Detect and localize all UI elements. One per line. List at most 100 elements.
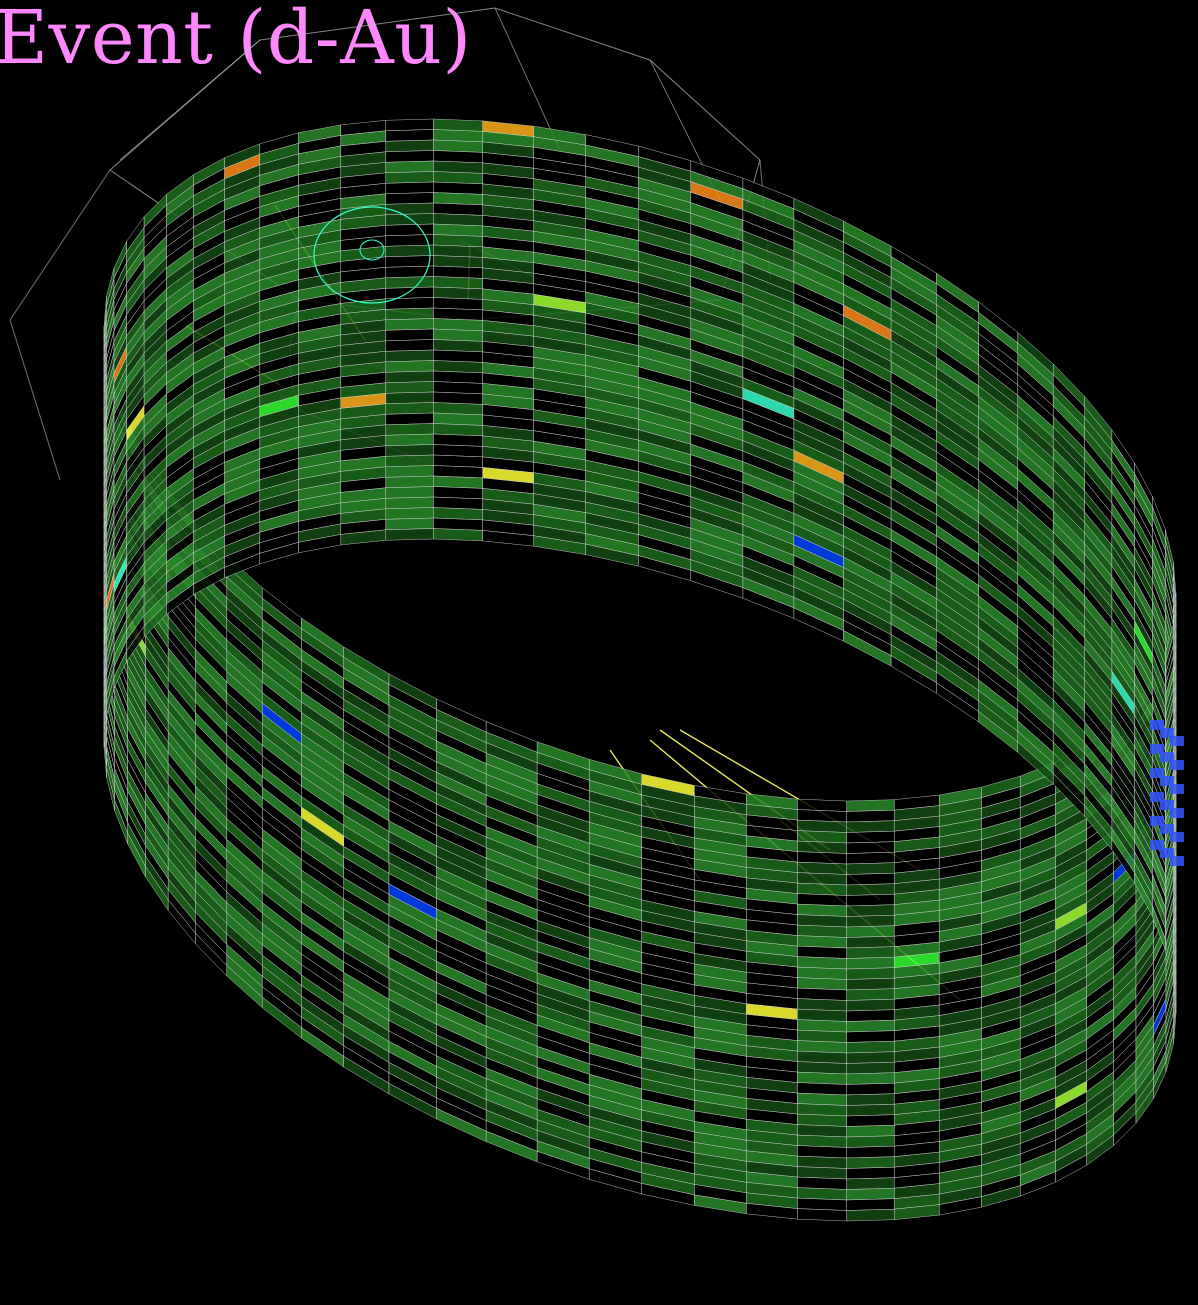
calorimeter-cell bbox=[433, 528, 483, 542]
calorimeter-cell bbox=[846, 946, 895, 959]
calorimeter-cell bbox=[385, 202, 434, 216]
calorimeter-cell bbox=[385, 507, 434, 520]
calorimeter-cell bbox=[385, 118, 434, 132]
calorimeter-cell bbox=[385, 181, 434, 195]
calorimeter-cell bbox=[846, 841, 895, 854]
endcap-hit-cell bbox=[1150, 744, 1164, 754]
endcap-hit-cell bbox=[1170, 736, 1184, 746]
endcap-hit-cell bbox=[1160, 824, 1174, 834]
calorimeter-cell bbox=[846, 820, 895, 833]
calorimeter-cell bbox=[846, 1124, 895, 1138]
calorimeter-cell bbox=[846, 1072, 895, 1085]
endcap-hits bbox=[1150, 720, 1184, 866]
calorimeter-cell bbox=[846, 1156, 895, 1169]
calorimeter-cell bbox=[846, 1135, 895, 1148]
calorimeter-cell bbox=[385, 276, 434, 289]
barrel-calorimeter bbox=[103, 118, 1177, 1222]
calorimeter-cell bbox=[385, 370, 434, 384]
endcap-hit-cell bbox=[1170, 808, 1184, 818]
calorimeter-cell bbox=[846, 830, 895, 844]
calorimeter-cell bbox=[385, 171, 434, 184]
calorimeter-cell bbox=[385, 223, 434, 237]
calorimeter-cell bbox=[385, 286, 434, 300]
calorimeter-cell bbox=[846, 1208, 895, 1222]
calorimeter-cell bbox=[385, 307, 434, 321]
endcap-hit-cell bbox=[1170, 832, 1184, 842]
calorimeter-cell bbox=[385, 139, 434, 153]
calorimeter-cell bbox=[846, 1061, 895, 1075]
endcap-hit-cell bbox=[1150, 792, 1164, 802]
calorimeter-cell bbox=[385, 244, 434, 258]
wireframe-edge bbox=[119, 39, 261, 161]
endcap-hit-cell bbox=[1150, 840, 1164, 850]
calorimeter-cell bbox=[846, 1177, 895, 1190]
calorimeter-cell bbox=[846, 893, 895, 907]
calorimeter-cell bbox=[385, 402, 434, 415]
endcap-hit-cell bbox=[1160, 800, 1174, 810]
calorimeter-cell bbox=[846, 967, 895, 980]
calorimeter-cell bbox=[846, 862, 895, 875]
endcap-hit-cell bbox=[1150, 816, 1164, 826]
calorimeter-cell bbox=[385, 297, 434, 310]
calorimeter-cell bbox=[846, 1198, 895, 1211]
calorimeter-cell bbox=[846, 1093, 895, 1106]
calorimeter-cell bbox=[797, 1208, 847, 1222]
calorimeter-cell bbox=[846, 1114, 895, 1127]
calorimeter-cell bbox=[385, 412, 434, 426]
calorimeter-cell bbox=[385, 496, 434, 510]
calorimeter-cell bbox=[385, 150, 434, 163]
calorimeter-cell bbox=[385, 160, 434, 174]
calorimeter-cell bbox=[385, 486, 434, 499]
calorimeter-cell bbox=[385, 454, 434, 468]
beam-pipe-rings bbox=[313, 206, 431, 304]
calorimeter-cell bbox=[385, 381, 434, 394]
calorimeter-cell bbox=[846, 883, 895, 896]
calorimeter-cell bbox=[385, 349, 434, 363]
calorimeter-cell bbox=[385, 129, 434, 142]
endcap-hit-cell bbox=[1160, 848, 1174, 858]
endcap-hit-cell bbox=[1150, 720, 1164, 730]
calorimeter-cell bbox=[846, 851, 895, 865]
calorimeter-cell bbox=[385, 339, 434, 352]
calorimeter-cell bbox=[846, 1166, 895, 1180]
calorimeter-cell bbox=[846, 799, 895, 812]
calorimeter-cell bbox=[385, 318, 434, 331]
endcap-hit-cell bbox=[1150, 768, 1164, 778]
calorimeter-cell bbox=[385, 328, 434, 342]
calorimeter-cell bbox=[846, 956, 895, 970]
endcap-hit-cell bbox=[1170, 856, 1184, 866]
endcap-hit-cell bbox=[1160, 728, 1174, 738]
calorimeter-cell bbox=[385, 360, 434, 373]
calorimeter-cell bbox=[846, 988, 895, 1001]
calorimeter-cell bbox=[385, 213, 434, 226]
calorimeter-cell bbox=[846, 1051, 895, 1064]
calorimeter-cell bbox=[846, 1103, 895, 1117]
wireframe-edge bbox=[9, 169, 111, 321]
calorimeter-cell bbox=[846, 1040, 895, 1054]
calorimeter-cell bbox=[846, 1019, 895, 1033]
calorimeter-cell bbox=[846, 1009, 895, 1022]
calorimeter-cell bbox=[846, 904, 895, 917]
endcap-hit-cell bbox=[1160, 776, 1174, 786]
beam-pipe-outer-ring bbox=[313, 206, 431, 304]
calorimeter-cell bbox=[385, 475, 434, 489]
event-title: Event (d-Au) bbox=[0, 0, 472, 81]
calorimeter-cell bbox=[846, 1145, 895, 1159]
calorimeter-cell bbox=[846, 977, 895, 991]
calorimeter-cell bbox=[846, 1082, 895, 1096]
calorimeter-cell bbox=[846, 925, 895, 938]
calorimeter-cell bbox=[385, 255, 434, 268]
calorimeter-cell bbox=[385, 433, 434, 447]
calorimeter-cell bbox=[846, 872, 895, 886]
endcap-hit-cell bbox=[1160, 752, 1174, 762]
calorimeter-cell bbox=[385, 423, 434, 436]
calorimeter-cell bbox=[846, 1030, 895, 1043]
calorimeter-cell bbox=[846, 809, 895, 823]
endcap-hit-cell bbox=[1170, 784, 1184, 794]
calorimeter-cell bbox=[385, 517, 434, 531]
beam-pipe-inner-ring bbox=[359, 239, 385, 261]
endcap-hit-cell bbox=[1170, 760, 1184, 770]
wireframe-edge bbox=[9, 319, 61, 481]
calorimeter-cell bbox=[385, 444, 434, 457]
